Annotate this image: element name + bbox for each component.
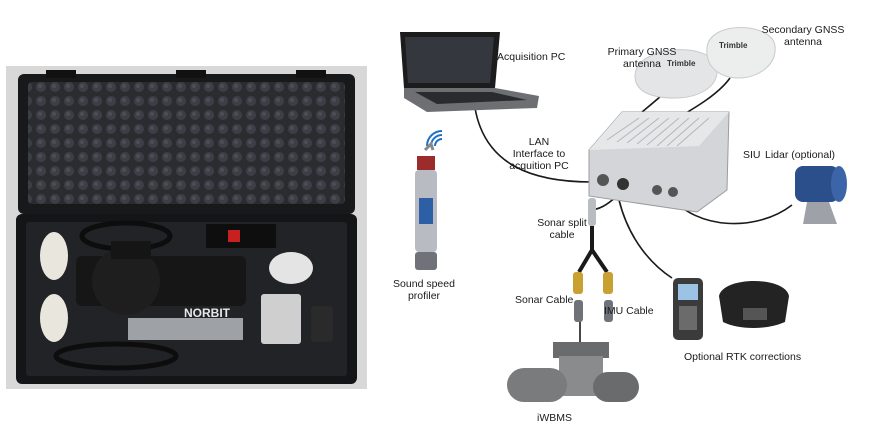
siu-unit-photo (261, 294, 301, 344)
case-brand-label: NORBIT (184, 306, 231, 320)
label-sonar-split: Sonar split cable (532, 217, 592, 241)
label-acquisition-pc: Acquisition PC (497, 51, 566, 63)
label-primary-gnss-line1: Primary GNSS (607, 46, 677, 58)
system-diagram: Trimble Trimble (400, 27, 847, 402)
antenna-dome-1 (40, 232, 68, 280)
label-primary-gnss: Primary GNSS antenna (601, 46, 683, 70)
norbit-case-photo: NORBIT (6, 66, 367, 389)
iwbms-icon (507, 342, 639, 402)
label-sound-speed-line2: profiler (407, 290, 441, 302)
label-sonar-cable: Sonar Cable (515, 294, 574, 306)
label-sonar-split-line1: Sonar split (537, 217, 587, 229)
sonar-split-cable-icon (573, 198, 613, 322)
primary-antenna-brand: Trimble (667, 59, 696, 68)
label-sound-speed: Sound speed profiler (391, 278, 457, 302)
secondary-gnss-antenna-icon: Trimble (706, 27, 776, 79)
label-lidar: Lidar (optional) (765, 149, 836, 161)
label-siu: SIU (743, 149, 761, 161)
laptop-icon (400, 32, 539, 112)
label-secondary-gnss-line1: Secondary GNSS (761, 24, 845, 36)
siu-icon (588, 111, 730, 213)
case-base: NORBIT (16, 214, 357, 384)
cable-lan (474, 107, 593, 183)
case-lid (18, 70, 355, 214)
label-iwbms: iWBMS (537, 412, 572, 424)
lidar-icon (795, 166, 847, 224)
label-secondary-gnss-line2: antenna (784, 36, 822, 48)
cable-rtk (618, 199, 673, 279)
label-lan: LAN Interface to acquition PC (496, 136, 582, 172)
label-lan-line3: acquition PC (509, 160, 569, 172)
secondary-antenna-brand: Trimble (719, 41, 748, 50)
rtk-handheld-icon (673, 278, 703, 340)
sonar-head (76, 241, 246, 315)
label-lan-line1: LAN (528, 136, 550, 148)
sound-speed-profiler-icon (415, 141, 437, 270)
label-secondary-gnss: Secondary GNSS antenna (754, 24, 852, 48)
label-primary-gnss-line2: antenna (623, 58, 661, 70)
primary-gnss-antenna-icon: Trimble (634, 49, 718, 99)
antenna-dome-2 (40, 294, 68, 342)
label-imu-cable: IMU Cable (604, 305, 654, 317)
label-lan-line2: Interface to (512, 148, 566, 160)
label-sound-speed-line1: Sound speed (393, 278, 455, 290)
label-rtk: Optional RTK corrections (684, 351, 802, 363)
heat-sink (128, 318, 243, 340)
rtk-base-station-icon (719, 281, 789, 328)
label-sonar-split-line2: cable (549, 229, 575, 241)
